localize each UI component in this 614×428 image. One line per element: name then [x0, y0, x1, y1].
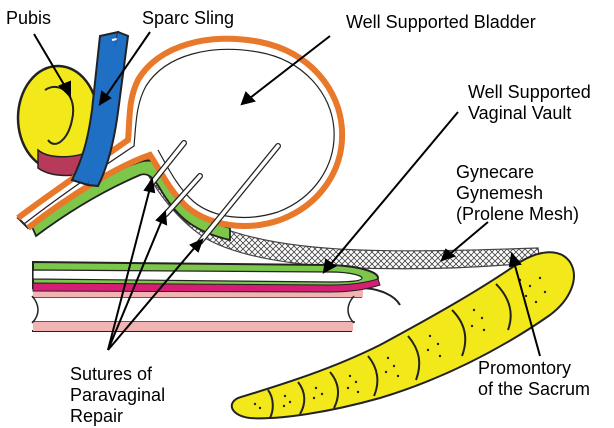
label-mesh-line1: Gynecare: [456, 162, 579, 183]
label-mesh-line3: (Prolene Mesh): [456, 204, 579, 225]
label-sacrum: Promontory of the Sacrum: [478, 358, 590, 400]
label-vaginal-vault: Well Supported Vaginal Vault: [468, 82, 591, 124]
label-pubis: Pubis: [6, 8, 51, 29]
label-sutures-line1: Sutures of: [70, 364, 165, 385]
label-sutures-line3: Repair: [70, 406, 165, 427]
label-bladder: Well Supported Bladder: [346, 12, 536, 33]
label-sparc-sling: Sparc Sling: [142, 8, 234, 29]
label-sacrum-line2: of the Sacrum: [478, 379, 590, 400]
label-mesh-line2: Gynemesh: [456, 183, 579, 204]
label-sutures: Sutures of Paravaginal Repair: [70, 364, 165, 427]
label-sacrum-line1: Promontory: [478, 358, 590, 379]
label-vault-line1: Well Supported: [468, 82, 591, 103]
label-gynemesh: Gynecare Gynemesh (Prolene Mesh): [456, 162, 579, 225]
rectum: [32, 288, 400, 331]
label-vault-line2: Vaginal Vault: [468, 103, 591, 124]
label-sutures-line2: Paravaginal: [70, 385, 165, 406]
